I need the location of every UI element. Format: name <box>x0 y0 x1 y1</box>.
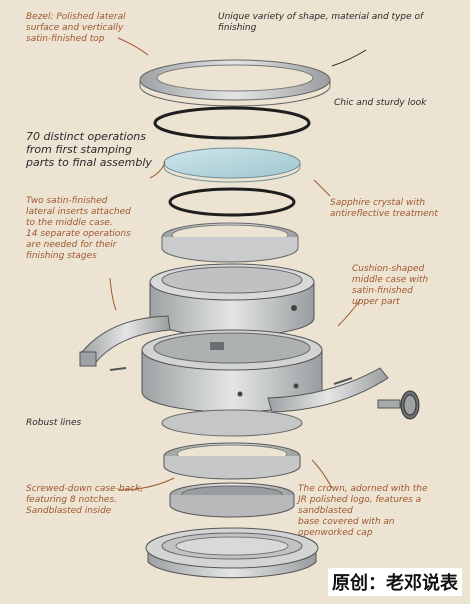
caseback-note: Screwed-down case-back, featuring 8 notc… <box>26 484 144 516</box>
lower-ring-part <box>163 442 301 480</box>
bezel-part <box>139 59 331 107</box>
crown-note: The crown, adorned with the JR polished … <box>298 484 428 538</box>
caseback-part <box>145 527 319 579</box>
chic-note: Chic and sturdy look <box>334 98 427 108</box>
gasket-ring-middle <box>168 187 296 217</box>
case-body-part <box>141 329 323 413</box>
middle-case-part <box>149 263 315 337</box>
sapphire-note: Sapphire crystal with antireflective tre… <box>330 198 438 219</box>
operations-note: 70 distinct operations from first stampi… <box>26 130 152 169</box>
caseback-ring-part <box>169 482 295 518</box>
robust-note: Robust lines <box>26 418 82 428</box>
inserts-note: Two satin-finished lateral inserts attac… <box>26 196 131 261</box>
left-lateral-insert <box>79 315 171 371</box>
annotation-arrows <box>109 37 361 491</box>
unique-variety-note: Unique variety of shape, material and ty… <box>218 12 424 33</box>
gasket-ring-top <box>153 106 311 140</box>
inner-ring-part <box>161 222 299 263</box>
watermark: 原创：老邓说表 <box>328 568 462 596</box>
movement-ring-part <box>161 409 303 437</box>
dark-annotation-arrows <box>331 49 367 67</box>
bezel-note: Bezel: Polished lateral surface and vert… <box>26 12 126 44</box>
sapphire-crystal-part <box>163 147 301 183</box>
crown-part <box>377 390 420 420</box>
cushion-note: Cushion-shaped middle case with satin-fi… <box>352 264 429 307</box>
right-lateral-insert <box>267 367 389 413</box>
